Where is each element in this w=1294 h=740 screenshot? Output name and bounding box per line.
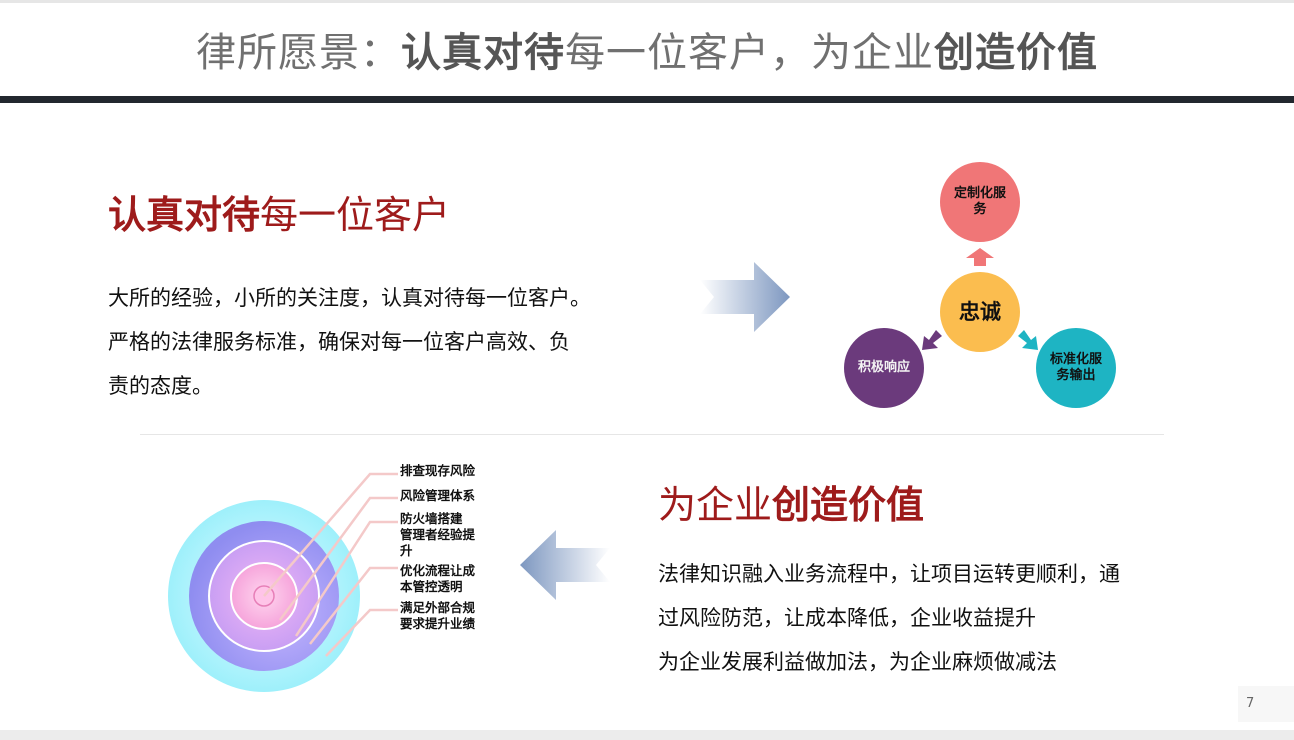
arrow-up-icon xyxy=(966,248,994,266)
cycle-node-standard-output: 标准化服务输出 xyxy=(1036,328,1116,408)
cycle-center-loyalty: 忠诚 xyxy=(940,272,1020,352)
section2-line-2: 过风险防范，让成本降低，企业收益提升 xyxy=(658,606,1036,630)
section2-paragraph: 法律知识融入业务流程中，让项目运转更顺利，通 过风险防范，让成本降低，企业收益提… xyxy=(658,552,1120,684)
target-label-compliance: 满足外部合规 xyxy=(400,600,476,615)
cycle-node-custom-service: 定制化服务 xyxy=(940,162,1020,242)
section1-heading-rest: 每一位客户 xyxy=(260,193,451,237)
arrow-left-icon xyxy=(520,530,610,600)
section2-heading-rest: 为企业 xyxy=(658,483,773,527)
bottom-border xyxy=(0,730,1294,740)
arrow-down-right-icon xyxy=(1018,330,1038,350)
section1-line-2: 严格的法律服务标准，确保对每一位客户高效、负 xyxy=(108,330,570,354)
target-label-risk-check: 排查现存风险 xyxy=(400,463,476,478)
arrow-down-left-icon xyxy=(922,330,942,350)
slide-title: 律所愿景：认真对待每一位客户，为企业创造价值 xyxy=(0,18,1294,88)
cycle-node-standard-label: 标准化服务输出 xyxy=(1049,352,1102,383)
arrow-right-icon xyxy=(700,262,790,332)
target-label-optimize-2: 本管控透明 xyxy=(400,579,463,594)
target-label-compliance-2: 要求提升业绩 xyxy=(400,616,476,631)
title-part-4: 创造价值 xyxy=(934,30,1098,76)
cycle-node-custom-label: 定制化服务 xyxy=(953,186,1006,217)
section2-heading-bold: 创造价值 xyxy=(772,483,925,527)
section1-line-1: 大所的经验，小所的关注度，认真对待每一位客户。 xyxy=(108,286,591,310)
page-number: 7 xyxy=(1238,686,1294,722)
section2-line-3: 为企业发展利益做加法，为企业麻烦做减法 xyxy=(658,650,1057,674)
title-part-3: 每一位客户，为企业 xyxy=(565,30,934,76)
title-part-2: 认真对待 xyxy=(401,30,565,76)
concentric-target-diagram xyxy=(168,472,398,692)
section1-line-3: 责的态度。 xyxy=(108,374,213,398)
target-label-manager-exp: 管理者经验提 xyxy=(400,527,476,542)
target-label-optimize: 优化流程让成 xyxy=(400,563,476,578)
section-divider xyxy=(140,434,1164,435)
section2-line-1: 法律知识融入业务流程中，让项目运转更顺利，通 xyxy=(658,562,1120,586)
cycle-node-responsive: 积极响应 xyxy=(844,328,924,408)
target-label-firewall: 防火墙搭建 xyxy=(400,511,463,526)
target-label-risk-system: 风险管理体系 xyxy=(400,488,476,503)
cycle-node-responsive-label: 积极响应 xyxy=(857,360,910,375)
section1-heading: 认真对待每一位客户 xyxy=(108,192,450,238)
section2-heading: 为企业创造价值 xyxy=(658,482,924,528)
title-rule xyxy=(0,96,1294,103)
top-border xyxy=(0,0,1294,3)
section1-paragraph: 大所的经验，小所的关注度，认真对待每一位客户。 严格的法律服务标准，确保对每一位… xyxy=(108,276,591,408)
target-label-manager-exp-2: 升 xyxy=(400,543,413,558)
title-part-1: 律所愿景： xyxy=(196,30,401,76)
section1-heading-bold: 认真对待 xyxy=(108,193,261,237)
